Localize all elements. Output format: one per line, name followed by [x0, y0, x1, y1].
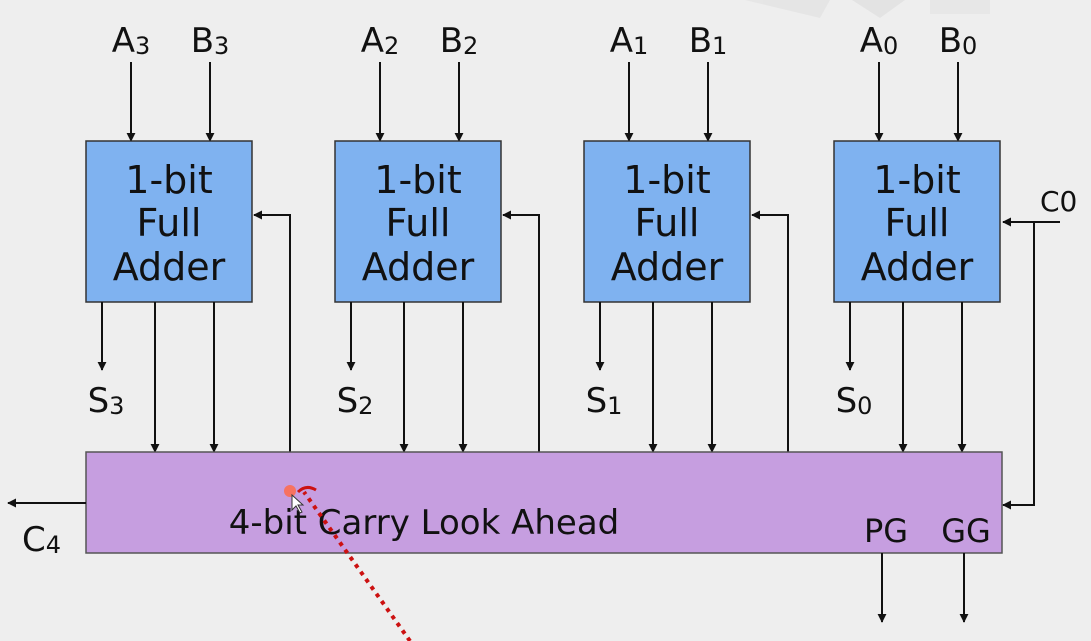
adder-line3: Adder — [611, 245, 724, 289]
input-a-label: A1 — [610, 21, 649, 61]
sum-label-sub: 3 — [109, 392, 124, 420]
sum-label-base: S — [836, 381, 858, 421]
input-b-label: B1 — [689, 21, 728, 61]
cursor-icon — [291, 493, 305, 514]
adder-line1: 1-bit — [623, 158, 710, 202]
sum-label-base: S — [586, 381, 608, 421]
input-a-label-base: A — [112, 21, 135, 61]
sum-label: S0 — [836, 381, 873, 421]
pointer-stroke — [296, 485, 317, 494]
input-a-label-base: A — [610, 21, 633, 61]
input-a-label-base: A — [860, 21, 883, 61]
adder-line2: Full — [885, 201, 950, 245]
adder-line1: 1-bit — [374, 158, 461, 202]
input-a-label-sub: 0 — [883, 32, 898, 60]
input-a-label-sub: 1 — [633, 32, 648, 60]
input-b-label-base: B — [440, 21, 463, 61]
pointer-dot — [284, 485, 296, 497]
input-a-label: A0 — [860, 21, 899, 61]
pg-label: PG — [864, 512, 908, 550]
carry-in-to-cla-wire — [1002, 222, 1035, 510]
input-b-label-base: B — [191, 21, 214, 61]
sum-label: S3 — [88, 381, 125, 421]
pointer-annotation — [284, 485, 412, 641]
carry-wire — [502, 210, 540, 452]
carry-wire — [253, 210, 291, 452]
input-a-label: A3 — [112, 21, 151, 61]
cla-label: 4-bit Carry Look Ahead — [229, 503, 620, 543]
input-b-label: B2 — [440, 21, 479, 61]
input-b-label: B3 — [191, 21, 230, 61]
sum-label: S1 — [586, 381, 623, 421]
gg-label: GG — [941, 512, 991, 550]
adder-line2: Full — [137, 201, 202, 245]
cla-block — [85, 451, 1003, 554]
input-a-label-base: A — [361, 21, 384, 61]
input-b-label-sub: 2 — [463, 32, 478, 60]
background-artifact — [745, 0, 990, 18]
input-a-label: A2 — [361, 21, 400, 61]
full-adder-block — [583, 140, 751, 303]
sum-label-sub: 2 — [358, 392, 373, 420]
input-b-label-sub: 1 — [712, 32, 727, 60]
sum-label-sub: 1 — [607, 392, 622, 420]
full-adder-block — [833, 140, 1001, 303]
adder-blocks: A3B31-bitFullAdderS3p3g3C3A2B21-bitFullA… — [85, 21, 1001, 492]
adder-line2: Full — [635, 201, 700, 245]
carry-wire — [751, 210, 789, 452]
sum-label-sub: 0 — [857, 392, 872, 420]
sum-label-base: S — [88, 381, 110, 421]
pointer-dotted-line — [302, 490, 412, 641]
adder-line3: Adder — [113, 245, 226, 289]
input-b-label: B0 — [939, 21, 978, 61]
input-b-label-base: B — [939, 21, 962, 61]
input-b-label-base: B — [689, 21, 712, 61]
carry-in-label: C0 — [1040, 185, 1077, 218]
full-adder-block — [334, 140, 502, 303]
full-adder-block — [85, 140, 253, 303]
adder-line3: Adder — [861, 245, 974, 289]
input-b-label-sub: 3 — [214, 32, 229, 60]
sum-label: S2 — [337, 381, 374, 421]
carry-out-sub: 4 — [46, 531, 61, 559]
input-a-label-sub: 2 — [384, 32, 399, 60]
sum-label-base: S — [337, 381, 359, 421]
adder-line2: Full — [386, 201, 451, 245]
adder-line1: 1-bit — [873, 158, 960, 202]
input-a-label-sub: 3 — [135, 32, 150, 60]
input-b-label-sub: 0 — [962, 32, 977, 60]
adder-line3: Adder — [362, 245, 475, 289]
carry-out-base: C — [22, 520, 46, 560]
carry-out-label: C4 — [22, 520, 61, 560]
adder-line1: 1-bit — [125, 158, 212, 202]
